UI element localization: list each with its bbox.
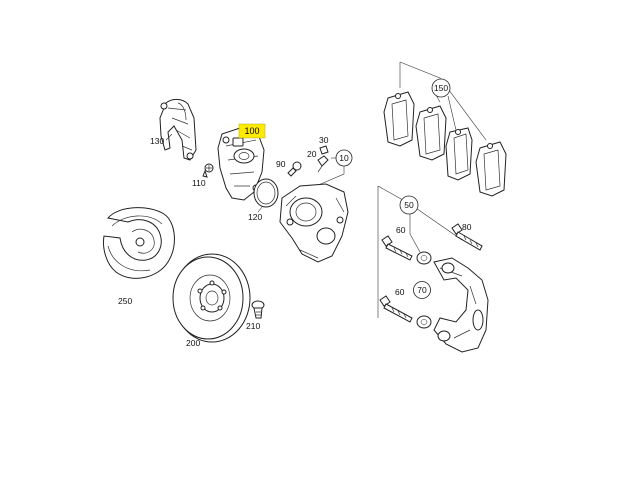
- part-50-caliper-carrier[interactable]: [433, 257, 489, 353]
- part-120-seal-ring[interactable]: [253, 178, 279, 208]
- label-250: 250: [118, 296, 132, 306]
- part-90-bleed-screw[interactable]: [287, 161, 302, 177]
- label-10: 10: [339, 153, 349, 163]
- callout-70: 70: [413, 281, 431, 299]
- part-30-cap[interactable]: [319, 145, 329, 155]
- label-20: 20: [307, 149, 317, 159]
- part-70-bushing-upper[interactable]: [416, 251, 432, 265]
- part-10-caliper-body[interactable]: [279, 183, 349, 263]
- leader-10-caliper: [315, 166, 345, 187]
- label-210: 210: [246, 321, 260, 331]
- label-110: 110: [192, 178, 206, 188]
- label-30: 30: [319, 135, 329, 145]
- part-250-dust-shield[interactable]: [103, 207, 175, 279]
- part-150-brake-pad-1[interactable]: [383, 91, 415, 147]
- leader-150-right: [399, 61, 487, 141]
- part-70-bushing-lower[interactable]: [416, 315, 432, 329]
- label-100[interactable]: 100: [244, 126, 259, 136]
- part-150-brake-pad-2[interactable]: [415, 105, 447, 161]
- part-80-bolt[interactable]: [451, 223, 483, 251]
- part-210-disc-screw[interactable]: [251, 300, 265, 319]
- leader-120: [257, 206, 263, 213]
- label-90: 90: [276, 159, 286, 169]
- label-80: 80: [462, 222, 472, 232]
- part-150-brake-pad-3[interactable]: [445, 127, 473, 181]
- label-130: 130: [150, 136, 164, 146]
- label-70: 70: [417, 285, 427, 295]
- label-200: 200: [186, 338, 200, 348]
- part-150-brake-pad-4[interactable]: [475, 141, 507, 197]
- leader-50-mid: [409, 214, 421, 253]
- callout-150: 150: [399, 61, 487, 141]
- part-200-brake-disc[interactable]: [172, 253, 251, 343]
- part-130-sensor-bracket[interactable]: [159, 98, 197, 161]
- label-60-lower: 60: [395, 287, 405, 297]
- part-60-bolt-upper[interactable]: [381, 235, 413, 261]
- label-60-upper: 60: [396, 225, 406, 235]
- part-110-screw[interactable]: [202, 163, 214, 178]
- part-20-bleed-valve[interactable]: [317, 155, 329, 173]
- label-50: 50: [404, 200, 414, 210]
- part-60-bolt-lower[interactable]: [379, 295, 413, 323]
- leader-130: [165, 133, 173, 141]
- callout-50: 50: [377, 185, 463, 318]
- callout-10: 10: [335, 149, 353, 167]
- label-150: 150: [434, 83, 448, 93]
- highlight-100: [238, 123, 266, 139]
- label-120: 120: [248, 212, 262, 222]
